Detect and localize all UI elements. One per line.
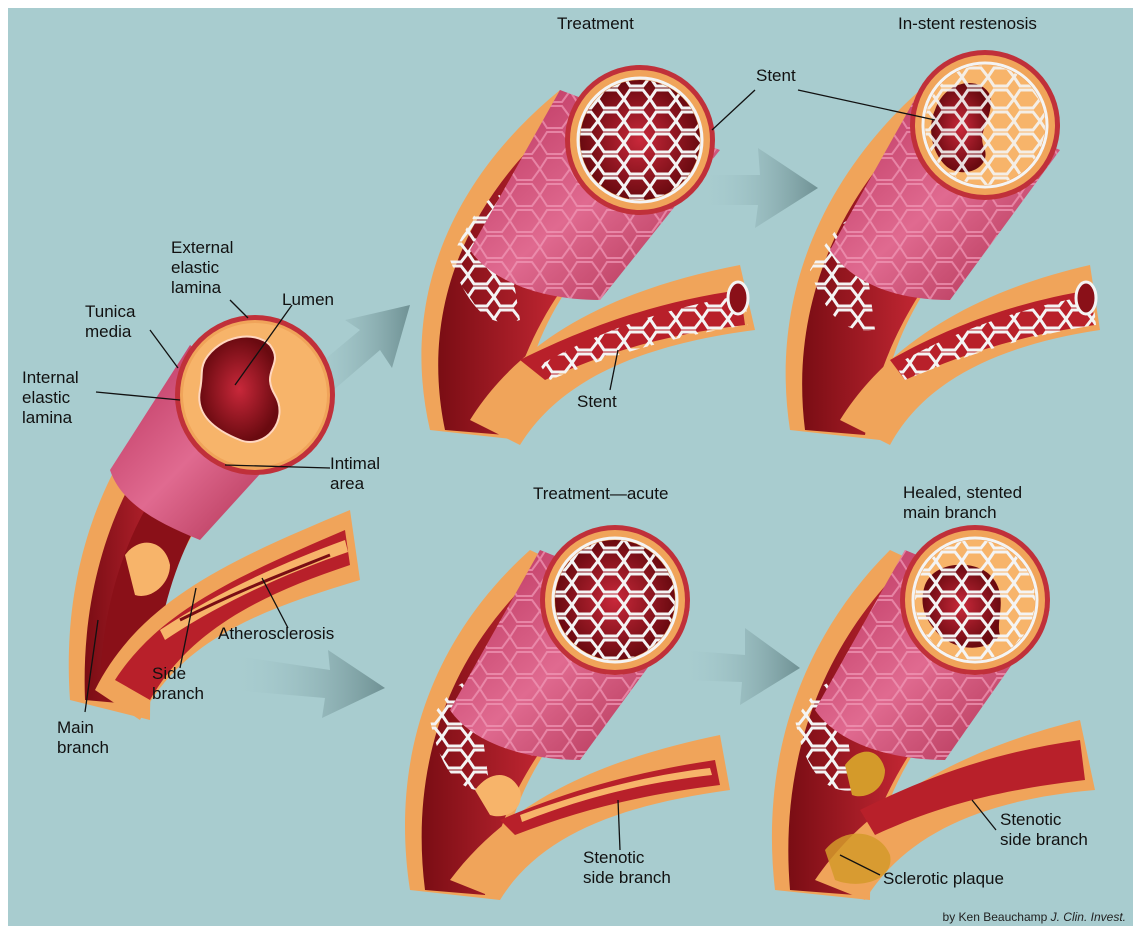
credit-journal: J. Clin. Invest. bbox=[1051, 910, 1126, 924]
label-internal-elastic-lamina: Internal elastic lamina bbox=[22, 368, 79, 428]
label-stenotic-side-branch-acute: Stenotic side branch bbox=[583, 848, 671, 888]
title-healed-stented-main-branch: Healed, stented main branch bbox=[903, 483, 1022, 523]
title-in-stent-restenosis: In-stent restenosis bbox=[898, 14, 1037, 34]
label-lumen: Lumen bbox=[282, 290, 334, 310]
label-main-branch: Main branch bbox=[57, 718, 109, 758]
credit-line: by Ken Beauchamp J. Clin. Invest. bbox=[943, 910, 1126, 924]
label-stent-top: Stent bbox=[756, 66, 796, 86]
title-treatment: Treatment bbox=[557, 14, 634, 34]
label-tunica-media: Tunica media bbox=[85, 302, 135, 342]
label-stent-bottom: Stent bbox=[577, 392, 617, 412]
label-sclerotic-plaque: Sclerotic plaque bbox=[883, 869, 1004, 889]
label-stenotic-side-branch-healed: Stenotic side branch bbox=[1000, 810, 1088, 850]
credit-author: by Ken Beauchamp bbox=[943, 910, 1048, 924]
label-external-elastic-lamina: External elastic lamina bbox=[171, 238, 233, 298]
label-intimal-area: Intimal area bbox=[330, 454, 380, 494]
title-treatment-acute: Treatment—acute bbox=[533, 484, 668, 504]
label-side-branch: Side branch bbox=[152, 664, 204, 704]
label-atherosclerosis: Atherosclerosis bbox=[218, 624, 334, 644]
